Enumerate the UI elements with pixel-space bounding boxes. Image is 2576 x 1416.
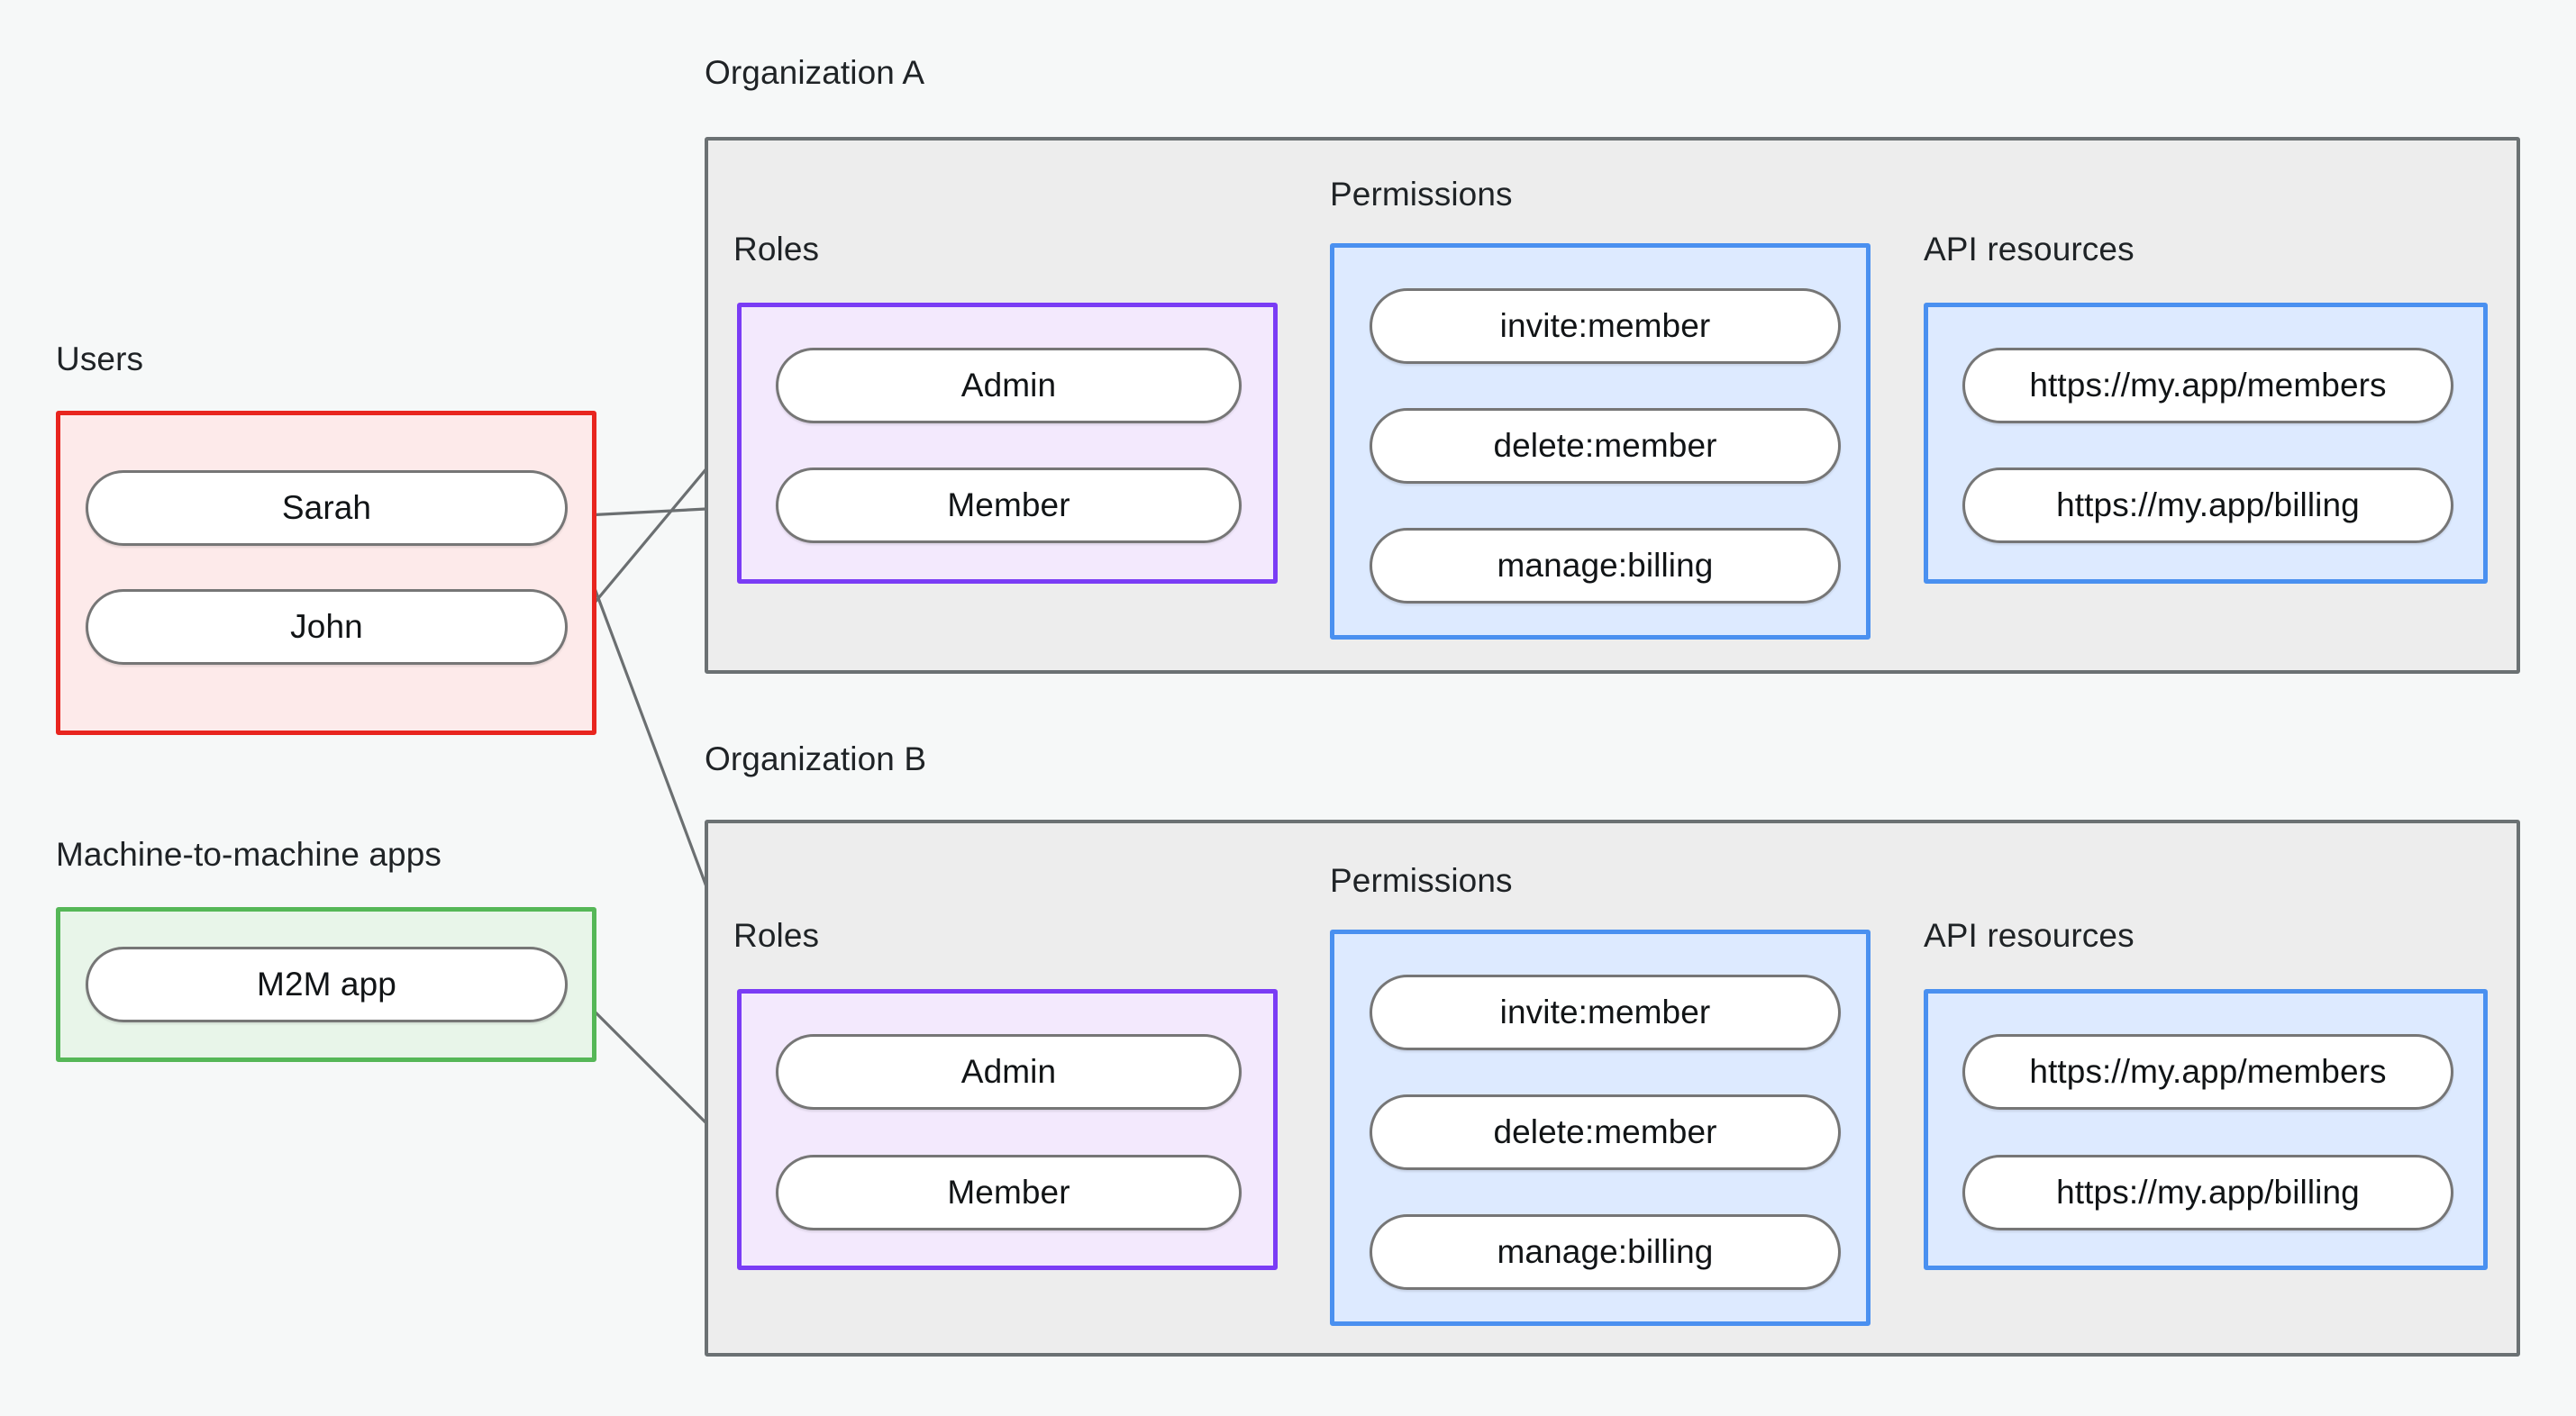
org-a-role-admin[interactable]: Admin — [776, 348, 1242, 423]
user-sarah[interactable]: Sarah — [86, 470, 568, 546]
org-a-api-resources-title: API resources — [1924, 231, 2135, 268]
org-b-permissions-title: Permissions — [1330, 862, 1513, 899]
org-a-roles-title: Roles — [733, 231, 820, 268]
org-b-permission-manage[interactable]: manage:billing — [1370, 1214, 1841, 1290]
org-a-title: Organization A — [705, 54, 925, 91]
org-a-api-resource-members[interactable]: https://my.app/members — [1962, 348, 2453, 423]
org-b-api-resource-billing[interactable]: https://my.app/billing — [1962, 1155, 2453, 1230]
org-a-permission-delete[interactable]: delete:member — [1370, 408, 1841, 484]
org-a-role-member[interactable]: Member — [776, 467, 1242, 543]
org-b-roles-title: Roles — [733, 917, 820, 954]
org-a-permission-invite[interactable]: invite:member — [1370, 288, 1841, 364]
m2m-app[interactable]: M2M app — [86, 947, 568, 1022]
org-b-permission-invite[interactable]: invite:member — [1370, 975, 1841, 1050]
users-title: Users — [56, 340, 144, 377]
m2m-title: Machine-to-machine apps — [56, 836, 442, 873]
users-box — [56, 411, 596, 735]
org-b-permission-delete[interactable]: delete:member — [1370, 1094, 1841, 1170]
org-b-api-resource-members[interactable]: https://my.app/members — [1962, 1034, 2453, 1110]
org-b-title: Organization B — [705, 740, 927, 777]
org-b-role-member[interactable]: Member — [776, 1155, 1242, 1230]
org-a-permission-manage[interactable]: manage:billing — [1370, 528, 1841, 604]
org-a-permissions-title: Permissions — [1330, 176, 1513, 213]
org-b-api-resources-title: API resources — [1924, 917, 2135, 954]
user-john[interactable]: John — [86, 589, 568, 665]
org-b-role-admin[interactable]: Admin — [776, 1034, 1242, 1110]
org-a-api-resource-billing[interactable]: https://my.app/billing — [1962, 467, 2453, 543]
